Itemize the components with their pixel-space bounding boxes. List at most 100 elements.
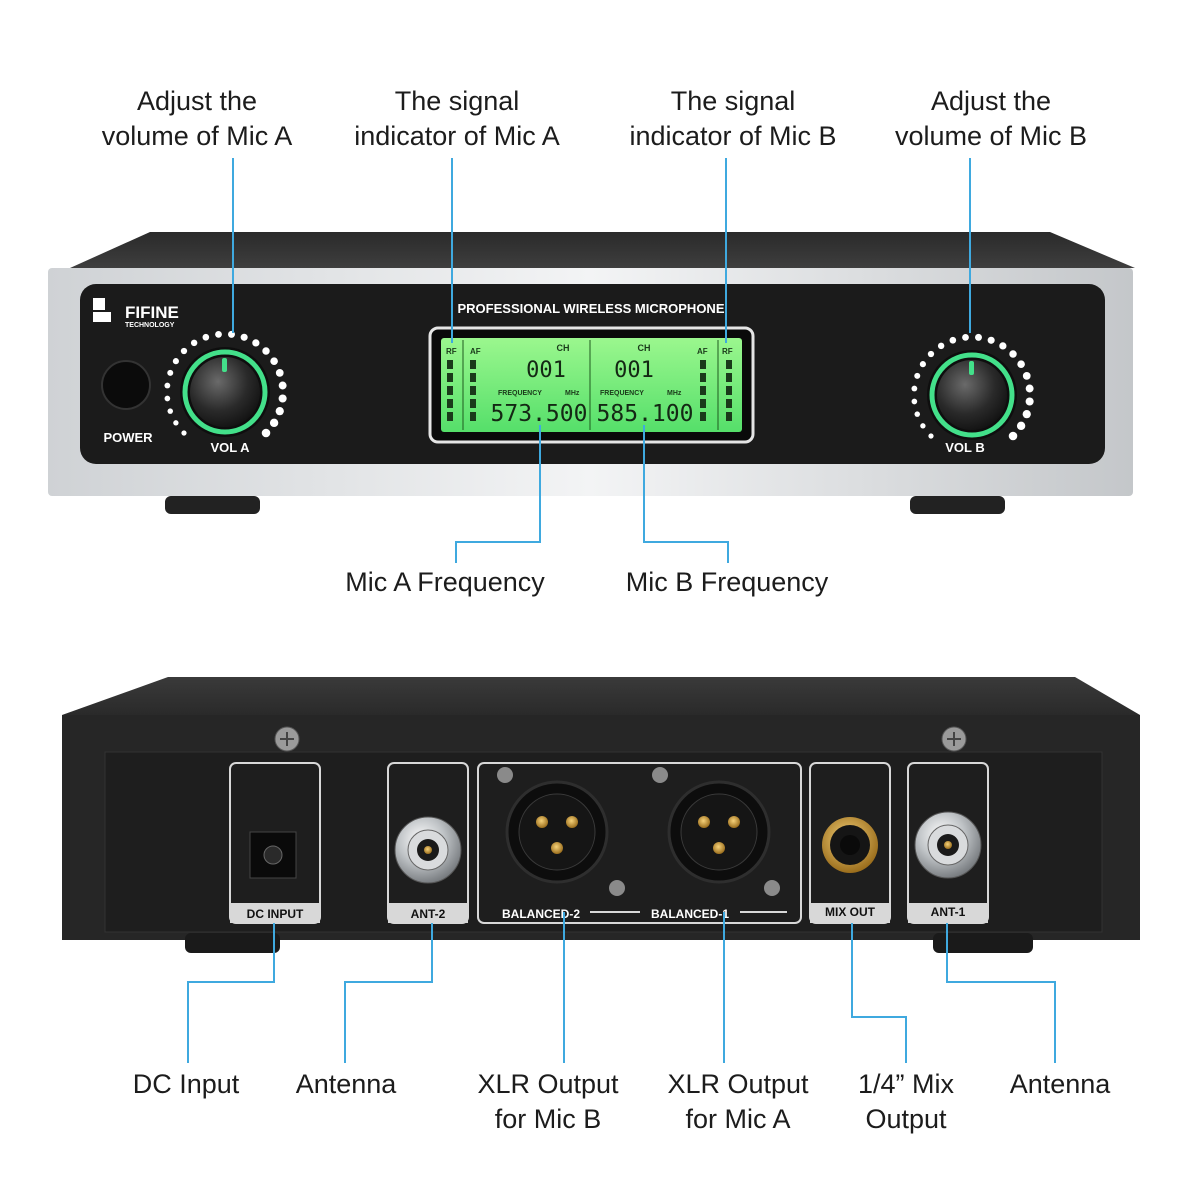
- callout-line: [455, 541, 541, 543]
- volume-scale-dot: [937, 342, 945, 350]
- vol-a-label: VOL A: [210, 440, 250, 455]
- volume-scale-dot: [262, 347, 270, 355]
- callout-mic-a-frequency: Mic A Frequency: [345, 567, 545, 597]
- meter-bar: [700, 386, 706, 395]
- volume-scale-dot: [962, 333, 969, 341]
- volume-scale-dot: [181, 430, 187, 436]
- callout-line-2: indicator of Mic A: [354, 121, 560, 151]
- lcd-mhz-b-label: MHz: [667, 390, 682, 397]
- volume-scale-dot: [914, 411, 921, 417]
- balanced-2-label: BALANCED-2: [502, 907, 580, 921]
- volume-scale-dot: [164, 382, 171, 389]
- vol-b-knob[interactable]: [911, 333, 1034, 441]
- callout-line-1: 1/4” Mix: [857, 1069, 955, 1099]
- meter-bar: [700, 399, 706, 408]
- dc-input-label: DC INPUT: [247, 907, 304, 921]
- volume-scale-dot: [928, 433, 934, 439]
- lcd-display: RF AF AF RF CH CH 001 001 FREQUENCY MHz …: [428, 326, 755, 444]
- callout-line-2: volume of Mic B: [894, 121, 1088, 151]
- meter-bar: [700, 412, 706, 421]
- volume-scale-dot: [180, 347, 188, 355]
- callout-line: [344, 981, 433, 983]
- callout-line: [344, 981, 346, 1063]
- meter-bar: [447, 399, 453, 408]
- dc-input-port[interactable]: [229, 762, 321, 924]
- ant-2-label: ANT-2: [411, 907, 446, 921]
- meter-bar: [700, 360, 706, 369]
- callout-line-2: volume of Mic A: [101, 121, 293, 151]
- volume-scale-dot: [261, 428, 271, 438]
- volume-scale-dot: [920, 423, 926, 429]
- callout-line: [725, 158, 727, 343]
- volume-scale-dot: [919, 361, 926, 368]
- volume-scale-dot: [215, 330, 222, 338]
- callout-dc-input: DC Input: [132, 1069, 240, 1099]
- volume-scale-dot: [1016, 421, 1026, 431]
- ant-2-connector[interactable]: [387, 762, 469, 924]
- callout-line-1: XLR Output: [477, 1069, 619, 1099]
- rear-foot-right: [933, 933, 1033, 953]
- callout-line: [273, 923, 275, 983]
- meter-bar: [447, 412, 453, 421]
- front-foot-right: [910, 496, 1005, 514]
- volume-scale-dot: [172, 358, 179, 365]
- callout-line-2: for Mic B: [494, 1104, 602, 1134]
- ant-1-connector[interactable]: [907, 762, 989, 924]
- meter-bar: [726, 360, 732, 369]
- mix-out-jack[interactable]: [809, 762, 891, 924]
- lcd-freq-a-label: FREQUENCY: [498, 390, 542, 397]
- rear-foot-left: [185, 933, 280, 953]
- rear-chassis-top: [62, 677, 1140, 715]
- callout-xlr-mic-b: XLR Output for Mic B: [458, 1067, 638, 1137]
- callout-volume-mic-a: Adjust the volume of Mic A: [82, 84, 312, 154]
- volume-scale-dot: [1025, 384, 1034, 393]
- callout-line: [187, 981, 189, 1063]
- lcd-mhz-a-label: MHz: [565, 390, 580, 397]
- callout-xlr-mic-a: XLR Output for Mic A: [648, 1067, 828, 1137]
- xlr-balanced-2-connector[interactable]: [505, 780, 609, 884]
- lcd-frequency-a: 573.500: [491, 401, 588, 427]
- callout-line-2: indicator of Mic B: [629, 121, 837, 151]
- volume-scale-dot: [202, 333, 210, 341]
- callout-line: [643, 425, 645, 543]
- lcd-channel-b: 001: [614, 358, 654, 383]
- callout-line-1: XLR Output: [667, 1069, 809, 1099]
- signal-indicator-b: [700, 360, 732, 421]
- callout-line: [431, 923, 433, 983]
- volume-scale-dot: [278, 381, 287, 390]
- lcd-freq-b-label: FREQUENCY: [600, 390, 644, 397]
- volume-scale-dot: [975, 333, 982, 341]
- volume-scale-dot: [252, 339, 260, 347]
- callout-line: [946, 923, 948, 983]
- callout-signal-mic-a: The signal indicator of Mic A: [337, 84, 577, 154]
- callout-line: [905, 1016, 907, 1063]
- volume-scale-dot: [164, 395, 171, 402]
- xlr-balanced-1-connector[interactable]: [667, 780, 771, 884]
- meter-bar: [470, 399, 476, 408]
- screw-icon: [497, 767, 780, 896]
- callout-line: [563, 912, 565, 1063]
- vol-a-knob[interactable]: [164, 330, 287, 438]
- lcd-ch-a-label: CH: [557, 343, 570, 353]
- volume-scale-dot: [269, 418, 279, 428]
- callout-line: [851, 1016, 907, 1018]
- callout-mic-b-frequency: Mic B Frequency: [625, 567, 829, 597]
- volume-scale-dot: [914, 372, 921, 379]
- power-button[interactable]: [101, 360, 151, 410]
- lcd-channel-a: 001: [526, 358, 566, 383]
- front-foot-left: [165, 496, 260, 514]
- lcd-af-b-label: AF: [697, 347, 708, 356]
- callout-line-1: The signal: [394, 86, 520, 116]
- lcd-af-a-label: AF: [470, 347, 481, 356]
- callout-line: [187, 981, 275, 983]
- meter-bar: [447, 373, 453, 382]
- callout-line: [851, 923, 853, 1018]
- screw-icon: [274, 726, 300, 752]
- volume-scale-dot: [278, 394, 287, 403]
- volume-scale-dot: [911, 385, 918, 392]
- callout-mix-output: 1/4” Mix Output: [836, 1067, 976, 1137]
- vol-b-label: VOL B: [945, 440, 985, 455]
- volume-scale-dot: [987, 336, 995, 344]
- volume-scale-dot: [270, 357, 278, 365]
- meter-bar: [470, 386, 476, 395]
